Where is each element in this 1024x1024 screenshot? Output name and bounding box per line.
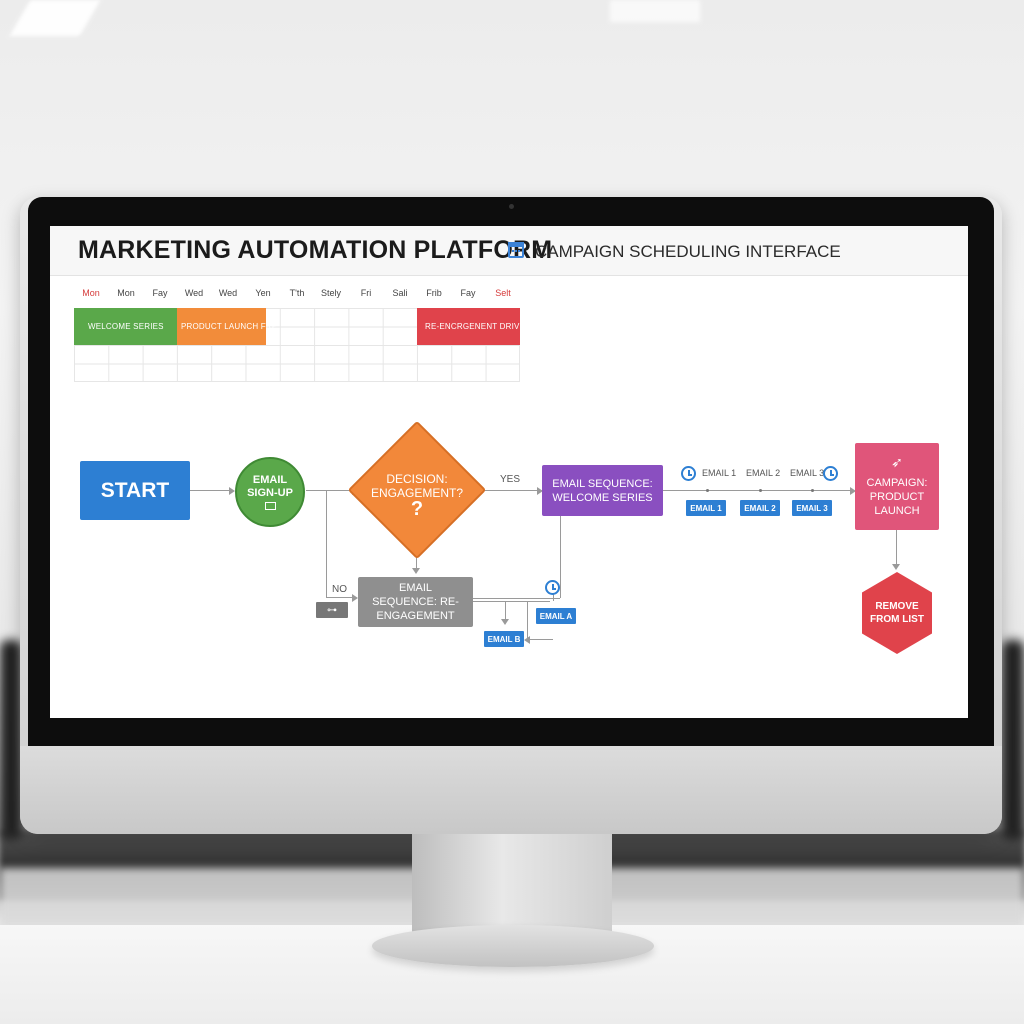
flow-connector: [472, 601, 550, 602]
campaign-label: CAMPAIGN: PRODUCT LAUNCH: [866, 476, 928, 517]
calendar-day-header: Wed: [218, 288, 238, 298]
webcam: [509, 204, 514, 209]
calendar-day-header: Wed: [184, 288, 204, 298]
calendar-day-header: Fay: [460, 288, 476, 298]
flow-connector: [474, 490, 542, 491]
background-chair: [0, 640, 22, 840]
flow-arrow: [850, 487, 856, 495]
calendar-day-header: Yen: [255, 288, 271, 298]
calendar-day-header: Frib: [426, 288, 442, 298]
calendar-day-header: Selt: [495, 288, 511, 298]
calendar-event-re-engagement[interactable]: RE-ENCRGENENT DRIVE: [417, 308, 525, 345]
decision-label: DECISION: ENGAGEMENT? ?: [360, 454, 474, 534]
background-chair: [1002, 640, 1024, 840]
email-a-chip[interactable]: EMAIL A: [536, 608, 576, 624]
remove-from-list-node[interactable]: REMOVE FROM LIST: [862, 572, 932, 654]
flow-arrow: [537, 487, 543, 495]
flow-connector: [896, 529, 897, 566]
ceiling-light: [610, 0, 700, 22]
timeline-marker: [706, 489, 709, 492]
page-subtitle: CAMPAIGN SCHEDULING INTERFACE: [535, 242, 841, 261]
start-node[interactable]: START: [80, 461, 190, 520]
email-signup-node[interactable]: EMAIL SIGN-UP: [235, 457, 305, 527]
flow-connector: [663, 490, 853, 491]
monitor-chin: [20, 746, 1002, 834]
calendar-day-header: Fay: [152, 288, 168, 298]
rocket-icon: ➶: [891, 454, 903, 471]
calendar-day-header: T'th: [289, 288, 305, 298]
decision-text: DECISION: ENGAGEMENT?: [370, 472, 463, 500]
flow-connector: [560, 514, 561, 598]
flow-connector: [527, 639, 553, 640]
flow-connector: [326, 597, 356, 598]
flow-connector: [190, 490, 230, 491]
link-icon[interactable]: ⊶: [316, 602, 348, 618]
flow-arrow: [524, 636, 530, 644]
email-chip[interactable]: EMAIL 3: [792, 500, 832, 516]
flow-arrow: [412, 568, 420, 574]
app-title: MARKETING AUTOMATION PLATFORM: [78, 236, 553, 264]
calendar-event-welcome-series[interactable]: WELCOME SERIES: [74, 308, 177, 345]
monitor-stand: [412, 834, 612, 934]
flow-connector: [326, 490, 327, 598]
screen: MARKETING AUTOMATION PLATFORM CAMPAIGN S…: [50, 226, 968, 718]
flow-arrow: [229, 487, 235, 495]
clock-icon: [823, 466, 838, 481]
campaign-product-launch-node[interactable]: ➶ CAMPAIGN: PRODUCT LAUNCH: [855, 443, 939, 530]
calendar-day-header: Stely: [320, 288, 341, 298]
clock-icon: [545, 580, 560, 595]
email-chip[interactable]: EMAIL 2: [740, 500, 780, 516]
remove-label: REMOVE FROM LIST: [870, 601, 924, 625]
ceiling-light: [9, 0, 101, 36]
re-engagement-sequence-node[interactable]: EMAIL SEQUENCE: RE-ENGAGEMENT: [358, 577, 473, 627]
calendar-day-header: Sali: [392, 288, 408, 298]
question-mark: ?: [410, 498, 424, 520]
monitor-base: [372, 925, 654, 967]
flow-connector: [505, 601, 506, 621]
clock-icon: [681, 466, 696, 481]
calendar-day-header: Fri: [360, 288, 372, 298]
envelope-icon: [264, 502, 276, 510]
timeline-label: EMAIL 1: [702, 468, 737, 478]
calendar-icon[interactable]: [508, 242, 524, 258]
flow-connector: [472, 598, 560, 599]
calendar-day-header: Mon: [117, 288, 135, 298]
timeline-label: EMAIL 2: [746, 468, 781, 478]
flow-arrow: [892, 564, 900, 570]
yes-label: YES: [500, 474, 521, 485]
calendar-day-header: Mon: [82, 288, 100, 298]
timeline-label: EMAIL 3: [790, 468, 825, 478]
email-b-chip[interactable]: EMAIL B: [484, 631, 524, 647]
email-chip[interactable]: EMAIL 1: [686, 500, 726, 516]
calendar-event-product-launch[interactable]: PRODUCT LAUNCH FRP: [177, 308, 277, 345]
timeline-marker: [759, 489, 762, 492]
no-label: NO: [332, 584, 347, 595]
flow-arrow: [501, 619, 509, 625]
flow-connector: [306, 490, 354, 491]
welcome-sequence-node[interactable]: EMAIL SEQUENCE: WELCOME SERIES: [542, 465, 663, 516]
flow-connector: [527, 601, 528, 639]
flow-arrow: [352, 594, 358, 602]
timeline-marker: [811, 489, 814, 492]
signup-label: EMAIL SIGN-UP: [247, 474, 293, 499]
header-bar: MARKETING AUTOMATION PLATFORM CAMPAIGN S…: [50, 226, 968, 276]
flow-connector: [416, 549, 417, 571]
